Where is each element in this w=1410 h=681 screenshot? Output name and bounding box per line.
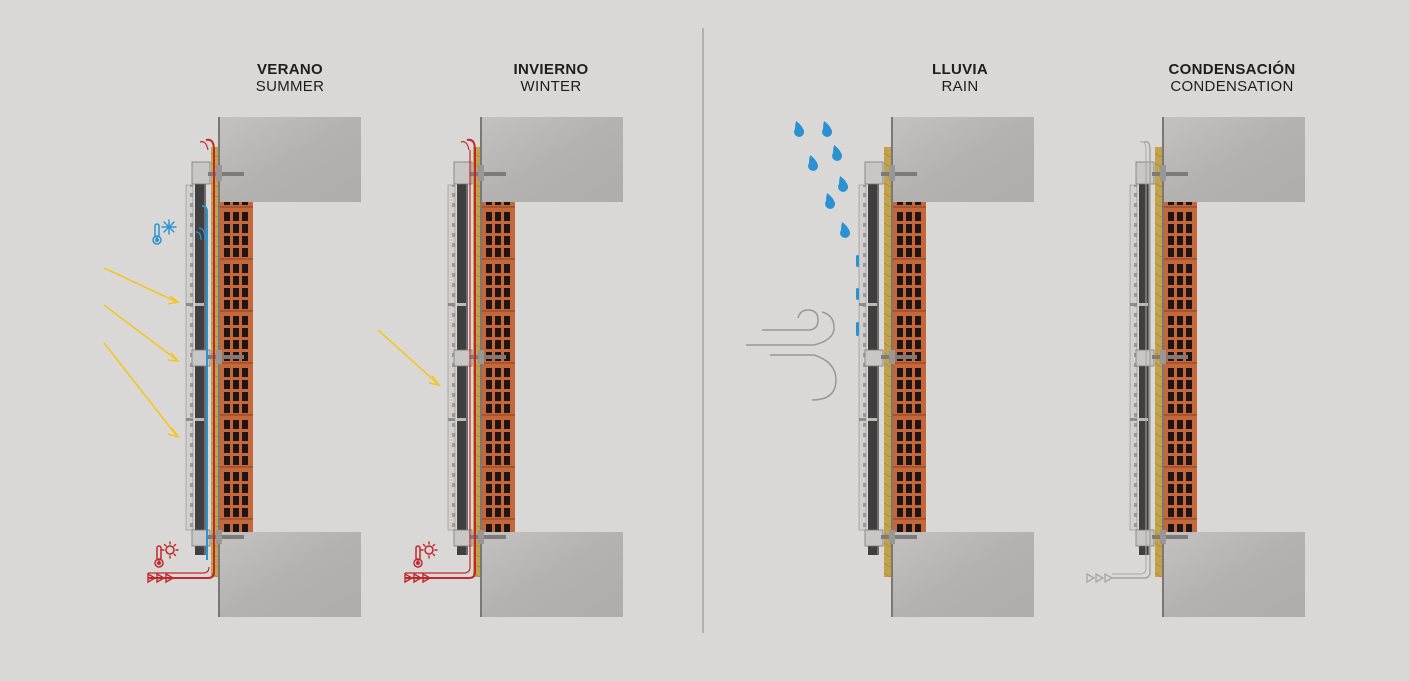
title-es: LLUVIA <box>932 61 988 78</box>
panel-title-rain: LLUVIA RAIN <box>850 61 1070 95</box>
winter-diagram <box>377 116 624 618</box>
warm-air-flow <box>405 138 476 579</box>
rain-drop-icon <box>856 255 859 336</box>
summer-diagram <box>103 116 362 618</box>
panel-title-summer: VERANO SUMMER <box>180 61 400 95</box>
wall-section <box>1129 116 1306 618</box>
title-en: RAIN <box>941 78 979 95</box>
vapor-arrows-icon <box>1086 572 1114 584</box>
condensation-diagram <box>1086 116 1306 618</box>
wall-section <box>858 116 1035 618</box>
title-es: CONDENSACIÓN <box>1168 61 1296 78</box>
rain-drop-icon <box>794 121 851 238</box>
title-en: SUMMER <box>255 78 325 95</box>
title-en: WINTER <box>520 78 582 95</box>
vapor-flow <box>1112 140 1151 579</box>
sun-ray-icon <box>377 329 441 387</box>
title-es: VERANO <box>257 61 323 78</box>
rain-diagram <box>746 116 1035 618</box>
sun-thermometer-icon <box>413 541 438 568</box>
sun-thermometer-icon <box>154 541 179 568</box>
wind-icon <box>746 309 837 401</box>
warm-air-flow <box>148 138 215 579</box>
sun-ray-icon <box>103 267 180 439</box>
cold-air-flow <box>201 205 208 560</box>
panel-title-condensation: CONDENSACIÓN CONDENSATION <box>1122 61 1342 95</box>
wall-section <box>185 116 362 618</box>
title-es: INVIERNO <box>513 61 589 78</box>
title-en: CONDENSATION <box>1170 78 1294 95</box>
panel-title-winter: INVIERNO WINTER <box>441 61 661 95</box>
cold-thermometer-icon <box>152 219 177 245</box>
